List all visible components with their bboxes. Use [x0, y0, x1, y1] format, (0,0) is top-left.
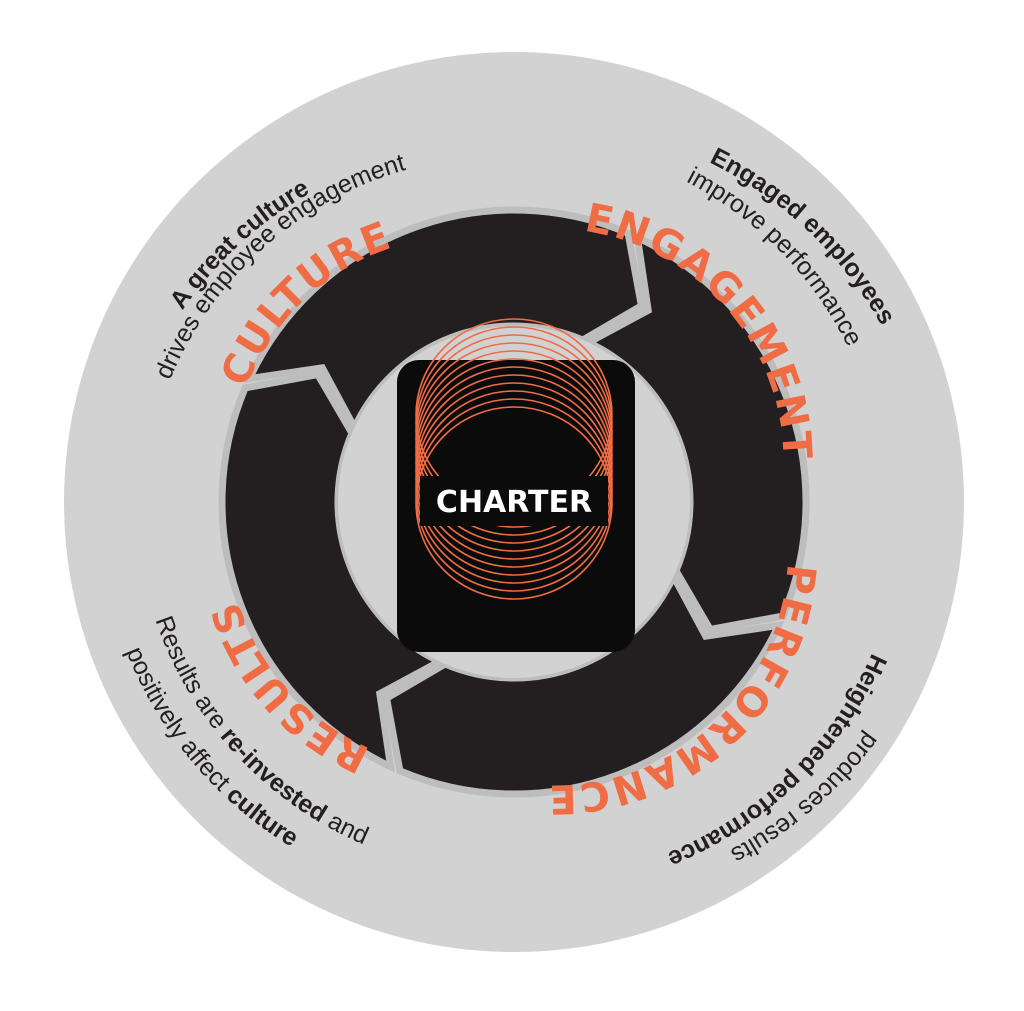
logo-ring: [415, 406, 613, 600]
logo-tile: CHARTER: [397, 318, 635, 652]
cycle-ring: [218, 206, 810, 798]
concentric-rings-icon: [415, 318, 613, 600]
logo-brand-band: [420, 476, 608, 526]
logo-brand: CHARTER: [436, 485, 592, 520]
